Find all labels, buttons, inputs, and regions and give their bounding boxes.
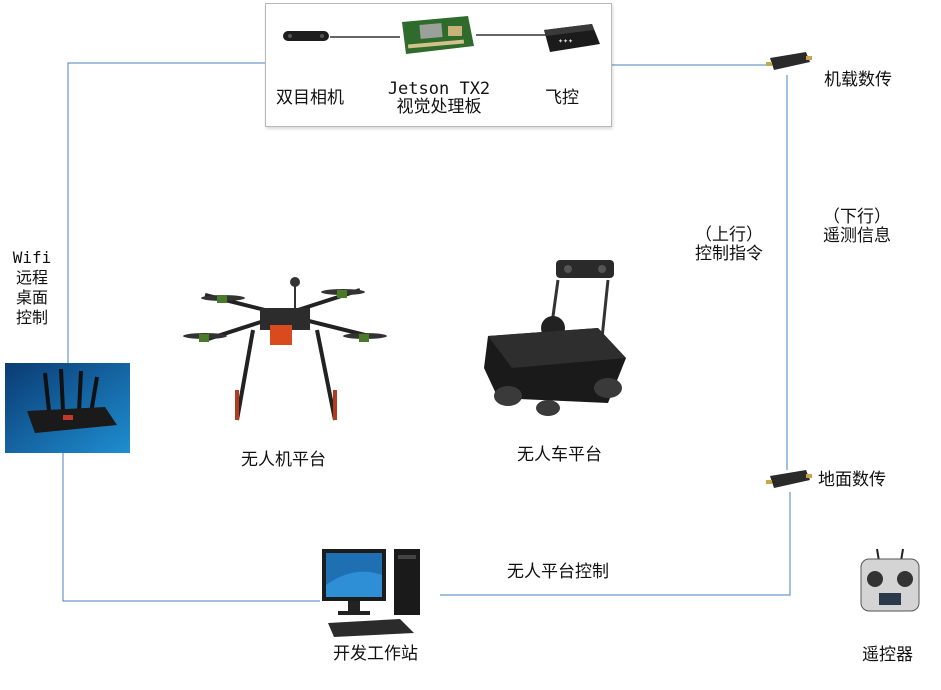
ground-radio-to-workstation xyxy=(440,492,791,596)
platform-control-label: 无人平台控制 xyxy=(507,562,609,582)
stereo-camera-image xyxy=(283,31,329,41)
ground-radio-label: 地面数传 xyxy=(818,470,886,490)
ugv-label: 无人车平台 xyxy=(517,445,602,465)
uav-image xyxy=(183,277,387,421)
wifi-label-line3: 桌面 xyxy=(15,288,48,307)
workstation-image xyxy=(322,549,420,637)
ugv-image xyxy=(484,260,626,416)
jetson-board-image xyxy=(402,16,474,54)
uav-label: 无人机平台 xyxy=(241,450,326,470)
stereo-camera-label: 双目相机 xyxy=(276,88,344,108)
uplink-label-line1: （上行） xyxy=(695,225,763,245)
wifi-label-line2: 远程 xyxy=(15,268,48,287)
router-image xyxy=(5,363,130,453)
air-radio-image xyxy=(766,52,812,70)
air-radio-label: 机载数传 xyxy=(824,70,892,90)
jetson-label-line1: Jetson TX2 xyxy=(387,79,491,99)
downlink-label-line1: （下行） xyxy=(823,207,891,227)
svg-text:✦✦✦: ✦✦✦ xyxy=(558,38,573,45)
downlink-label-line2: 遥测信息 xyxy=(823,226,891,246)
uplink-label-line2: 控制指令 xyxy=(695,244,763,264)
jetson-label-line2: 视觉处理板 xyxy=(396,97,482,117)
camera-cable xyxy=(330,36,400,38)
remote-controller-label: 遥控器 xyxy=(862,645,913,665)
wifi-link-bottom xyxy=(62,452,320,602)
remote-controller-image xyxy=(860,548,920,612)
ground-radio-image xyxy=(766,470,812,488)
wifi-label-line4: 控制 xyxy=(15,308,48,327)
flight-controller-image: ✦✦✦ xyxy=(544,24,600,52)
wifi-link-top xyxy=(67,62,265,365)
wifi-label-line1: Wifi xyxy=(12,248,52,267)
fc-cable xyxy=(476,34,546,36)
flight-controller-label: 飞控 xyxy=(545,88,579,108)
workstation-label: 开发工作站 xyxy=(333,644,418,664)
